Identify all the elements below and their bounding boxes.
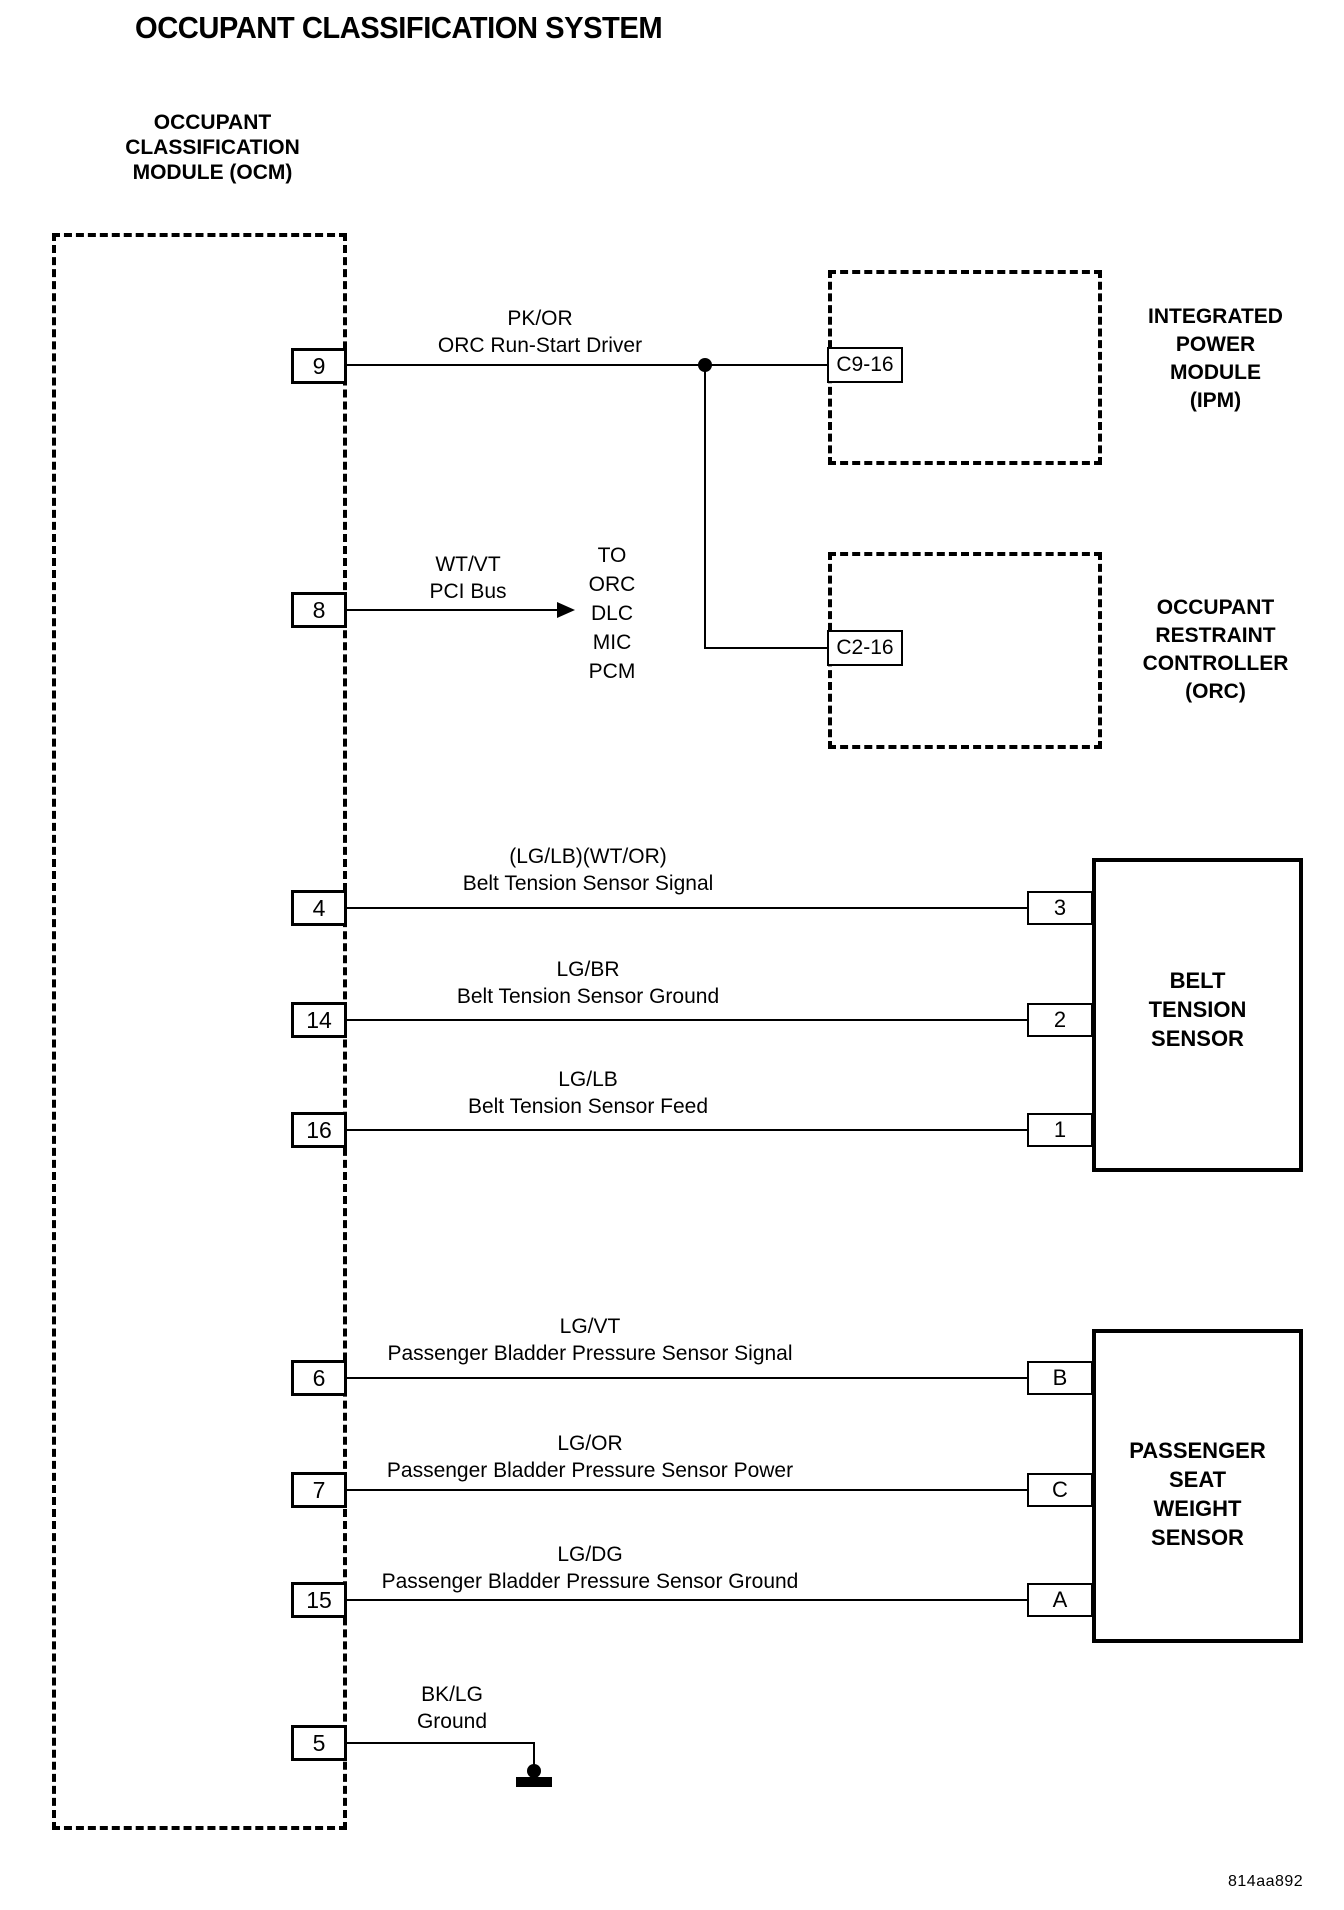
wire-6-label: LG/VT Passenger Bladder Pressure Sensor … (340, 1313, 840, 1367)
wire-6-color: LG/VT (559, 1315, 621, 1338)
wire-4-color: (LG/LB)(WT/OR) (509, 845, 667, 868)
belt-tension-sensor-box (1092, 858, 1303, 1172)
belt-sensor-pin-1: 1 (1027, 1113, 1093, 1147)
ocm-module-label: OCCUPANT CLASSIFICATION MODULE (OCM) (60, 110, 365, 185)
connector-c9-16: C9-16 (827, 347, 903, 383)
wire-16-line (347, 1129, 1027, 1131)
psws-label-line3: WEIGHT (1153, 1496, 1242, 1521)
wire-6-circuit: Passenger Bladder Pressure Sensor Signal (387, 1342, 793, 1365)
ocm-pin-16: 16 (291, 1112, 347, 1148)
wire-16-label: LG/LB Belt Tension Sensor Feed (338, 1066, 838, 1120)
wire-5-color: BK/LG (421, 1683, 483, 1706)
ground-dot-icon (527, 1764, 541, 1778)
ipm-label-line4: (IPM) (1189, 389, 1242, 412)
page-title: OCCUPANT CLASSIFICATION SYSTEM (135, 10, 663, 45)
wire-9-circuit: ORC Run-Start Driver (437, 334, 643, 357)
pci-bus-destinations: TO ORC DLC MIC PCM (567, 541, 657, 686)
belt-sensor-pin-2: 2 (1027, 1003, 1093, 1037)
ocm-pin-5: 5 (291, 1725, 347, 1761)
belt-sensor-pin-3: 3 (1027, 891, 1093, 925)
wire-5-label: BK/LG Ground (352, 1681, 552, 1735)
wire-15-label: LG/DG Passenger Bladder Pressure Sensor … (340, 1541, 840, 1595)
wire-4-line (347, 907, 1027, 909)
ocm-pin-8: 8 (291, 592, 347, 628)
belt-label-line1: BELT (1169, 968, 1226, 993)
figure-code: 814aa892 (1228, 1873, 1304, 1890)
ocm-pin-6: 6 (291, 1360, 347, 1396)
pci-dest-to: TO (597, 544, 627, 567)
wire-7-circuit: Passenger Bladder Pressure Sensor Power (386, 1459, 794, 1482)
orc-module-label: OCCUPANT RESTRAINT CONTROLLER (ORC) (1118, 594, 1313, 706)
wire-9-line (347, 364, 828, 366)
belt-label-line2: TENSION (1148, 997, 1247, 1022)
ipm-module-label: INTEGRATED POWER MODULE (IPM) (1118, 303, 1313, 415)
wire-14-color: LG/BR (556, 958, 620, 981)
weight-sensor-pin-c: C (1027, 1473, 1093, 1507)
wire-7-label: LG/OR Passenger Bladder Pressure Sensor … (340, 1430, 840, 1484)
belt-label-line3: SENSOR (1151, 1026, 1244, 1051)
connector-c2-16: C2-16 (827, 630, 903, 666)
psws-label-line2: SEAT (1168, 1467, 1227, 1492)
wire-8-color: WT/VT (435, 553, 501, 576)
wire-5-circuit: Ground (416, 1710, 488, 1733)
ocm-pin-15: 15 (291, 1582, 347, 1618)
wire-9-color: PK/OR (507, 307, 573, 330)
ocm-pin-9: 9 (291, 348, 347, 384)
ground-bar-icon (516, 1777, 552, 1787)
wire-14-line (347, 1019, 1027, 1021)
wire-4-circuit: Belt Tension Sensor Signal (462, 872, 714, 895)
wire-15-color: LG/DG (557, 1543, 623, 1566)
ipm-label-line2: POWER (1175, 333, 1256, 356)
wire-16-circuit: Belt Tension Sensor Feed (467, 1095, 709, 1118)
wire-9-branch-vertical (704, 365, 706, 649)
pci-dest-pcm: PCM (588, 660, 636, 683)
wire-7-line (347, 1489, 1027, 1491)
passenger-seat-weight-sensor-box (1092, 1329, 1303, 1643)
passenger-seat-weight-sensor-label: PASSENGER SEAT WEIGHT SENSOR (1096, 1436, 1299, 1552)
ipm-label-line1: INTEGRATED (1148, 305, 1283, 328)
orc-label-line1: OCCUPANT (1156, 596, 1275, 619)
orc-label-line3: CONTROLLER (1142, 652, 1289, 675)
wire-9-label: PK/OR ORC Run-Start Driver (290, 305, 790, 359)
ocm-pin-7: 7 (291, 1472, 347, 1508)
weight-sensor-pin-a: A (1027, 1583, 1093, 1617)
weight-sensor-pin-b: B (1027, 1361, 1093, 1395)
wire-7-color: LG/OR (557, 1432, 623, 1455)
wire-14-label: LG/BR Belt Tension Sensor Ground (338, 956, 838, 1010)
wire-16-color: LG/LB (558, 1068, 618, 1091)
wire-8-line (347, 609, 560, 611)
pci-dest-mic: MIC (592, 631, 632, 654)
wire-15-circuit: Passenger Bladder Pressure Sensor Ground (381, 1570, 799, 1593)
wire-5-line (347, 1742, 535, 1744)
wire-5-drop (533, 1742, 535, 1770)
ocm-label-line1: OCCUPANT (153, 111, 272, 134)
pci-dest-orc: ORC (588, 573, 636, 596)
ocm-label-line2: CLASSIFICATION (125, 136, 300, 159)
wire-9-branch-horizontal (704, 647, 828, 649)
orc-label-line2: RESTRAINT (1155, 624, 1276, 647)
ocm-label-line3: MODULE (OCM) (132, 161, 293, 184)
pci-dest-dlc: DLC (590, 602, 633, 625)
wire-15-line (347, 1599, 1027, 1601)
wire-8-circuit: PCI Bus (429, 580, 507, 603)
wire-14-circuit: Belt Tension Sensor Ground (456, 985, 720, 1008)
pci-bus-arrowhead-icon (557, 602, 575, 618)
belt-tension-sensor-label: BELT TENSION SENSOR (1096, 966, 1299, 1053)
wire-6-line (347, 1377, 1027, 1379)
ocm-pin-14: 14 (291, 1002, 347, 1038)
wire-8-label: WT/VT PCI Bus (368, 551, 568, 605)
psws-label-line1: PASSENGER (1129, 1438, 1266, 1463)
ocm-pin-4: 4 (291, 890, 347, 926)
psws-label-line4: SENSOR (1151, 1525, 1244, 1550)
orc-label-line4: (ORC) (1185, 680, 1246, 703)
wire-4-label: (LG/LB)(WT/OR) Belt Tension Sensor Signa… (338, 843, 838, 897)
ipm-label-line3: MODULE (1170, 361, 1261, 384)
